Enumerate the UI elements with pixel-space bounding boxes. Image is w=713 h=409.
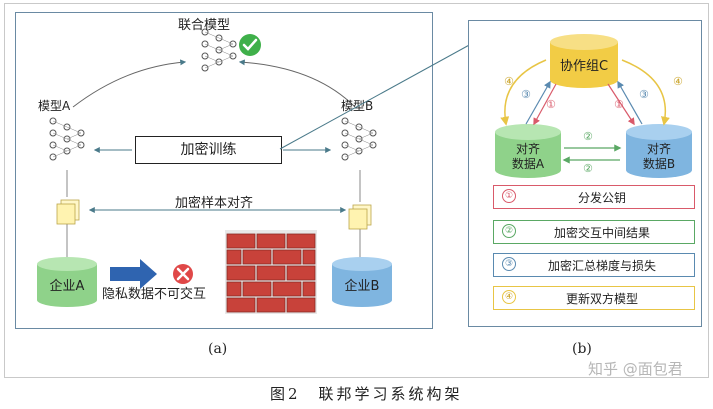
step-num-4-left: ④ bbox=[504, 75, 514, 88]
arrow-key-a bbox=[533, 83, 557, 126]
step-num-3-right: ③ bbox=[639, 88, 649, 101]
database-b-icon bbox=[332, 257, 392, 307]
encrypted-training-box: 加密训练 bbox=[135, 136, 282, 164]
panel-a-label: (a) bbox=[208, 341, 228, 357]
database-c-icon bbox=[550, 34, 618, 88]
database-a-icon bbox=[37, 257, 97, 307]
aligned-a-label-1: 对齐 bbox=[515, 142, 540, 156]
panel-a-graphics bbox=[37, 28, 392, 314]
legend-row-1: ① 分发公钥 bbox=[493, 185, 695, 209]
neural-net-a-icon bbox=[49, 117, 85, 161]
figure-caption: 图2 联邦学习系统构架 bbox=[270, 385, 463, 403]
legend-text-1: 分发公钥 bbox=[577, 191, 626, 205]
aligned-database-a-icon bbox=[495, 124, 561, 178]
aligned-database-b-icon bbox=[626, 124, 692, 178]
legend-row-4: ④ 更新双方模型 bbox=[493, 286, 695, 310]
arrow-grad-b bbox=[617, 80, 643, 125]
panel-b-graphics bbox=[495, 34, 692, 178]
check-icon bbox=[239, 34, 261, 56]
step-num-2-bottom: ② bbox=[583, 162, 593, 175]
step-num-1-right: ① bbox=[614, 98, 624, 111]
documents-b-icon bbox=[348, 204, 372, 230]
legend-row-3: ③ 加密汇总梯度与损失 bbox=[493, 253, 695, 277]
watermark: 知乎 @面包君 bbox=[588, 360, 683, 378]
legend-row-2: ② 加密交互中间结果 bbox=[493, 220, 695, 244]
arrow-update-b bbox=[621, 59, 670, 126]
legend-text-3: 加密汇总梯度与损失 bbox=[547, 259, 656, 273]
panel-b-label: (b) bbox=[572, 341, 592, 357]
arrow-key-b bbox=[607, 83, 635, 126]
legend-num-3: ③ bbox=[502, 257, 516, 271]
step-num-1-left: ① bbox=[546, 98, 556, 111]
legend-text-4: 更新双方模型 bbox=[565, 292, 638, 306]
brick-wall-icon bbox=[225, 230, 317, 314]
aligned-a-label-2: 数据A bbox=[511, 157, 545, 171]
arc-a-to-joint bbox=[72, 59, 187, 108]
legend-num-2: ② bbox=[502, 224, 516, 238]
model-a-label: 模型A bbox=[38, 99, 71, 113]
arrow-update-a bbox=[500, 59, 547, 126]
step-num-4-right: ④ bbox=[673, 75, 683, 88]
legend-num-1: ① bbox=[502, 189, 516, 203]
step-num-2-top: ② bbox=[583, 130, 593, 143]
collaborator-label: 协作组C bbox=[559, 59, 609, 74]
aligned-b-label-2: 数据B bbox=[642, 157, 676, 171]
privacy-no-exchange-label: 隐私数据不可交互 bbox=[102, 287, 207, 302]
neural-net-joint-icon bbox=[201, 28, 237, 72]
neural-net-b-icon bbox=[341, 117, 377, 161]
cross-icon bbox=[173, 264, 193, 284]
arrow-grad-a bbox=[525, 80, 551, 125]
blue-arrow-icon bbox=[110, 259, 157, 289]
enterprise-a-label: 企业A bbox=[49, 279, 85, 294]
enterprise-b-label: 企业B bbox=[344, 279, 380, 294]
legend-text-2: 加密交互中间结果 bbox=[553, 226, 650, 240]
documents-a-icon bbox=[56, 199, 80, 225]
joint-model-label: 联合模型 bbox=[178, 18, 231, 33]
step-num-3-left: ③ bbox=[521, 88, 531, 101]
encrypted-alignment-label: 加密样本对齐 bbox=[175, 196, 254, 211]
legend-num-4: ④ bbox=[502, 290, 516, 304]
arc-b-to-joint bbox=[238, 59, 356, 108]
aligned-b-label-1: 对齐 bbox=[646, 142, 671, 156]
